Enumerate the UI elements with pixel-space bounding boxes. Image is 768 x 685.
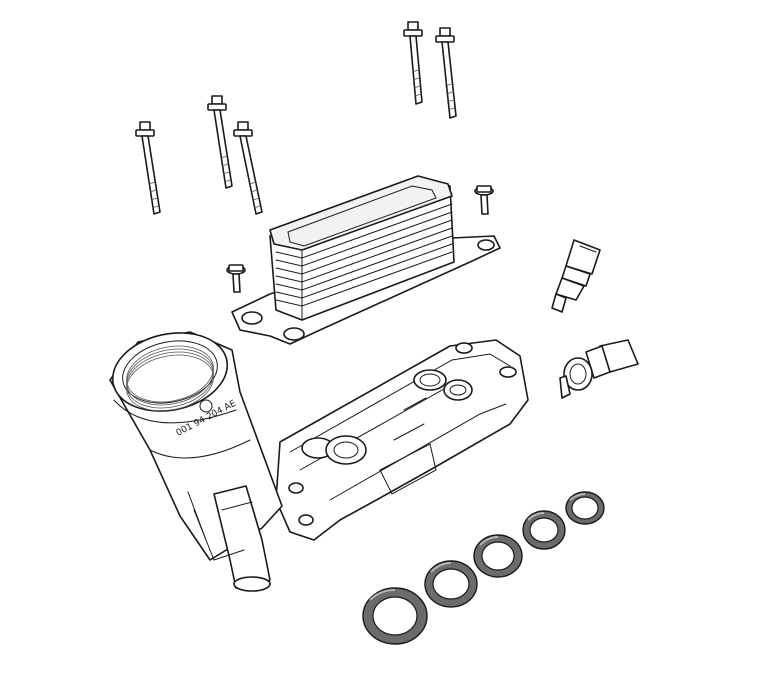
seal-ring-3 <box>473 534 523 578</box>
bolt-short-right <box>474 185 494 215</box>
seal-ring-2 <box>424 560 478 608</box>
bolt-long-1 <box>403 21 423 105</box>
oil-pressure-sensor-upper <box>551 239 601 313</box>
oil-pressure-sensor-lower <box>559 339 639 399</box>
bolt-long-5 <box>233 121 263 215</box>
oil-cooler <box>231 175 501 345</box>
bolt-long-3 <box>207 95 233 189</box>
seal-ring-1 <box>362 587 428 645</box>
seal-ring-5 <box>565 491 605 525</box>
bolt-long-2 <box>435 27 457 119</box>
bolt-short-left <box>226 264 246 293</box>
seal-ring-4 <box>522 510 566 550</box>
bolt-long-4 <box>135 121 161 215</box>
oil-filter-housing: 001 94 204 AE <box>109 331 529 592</box>
